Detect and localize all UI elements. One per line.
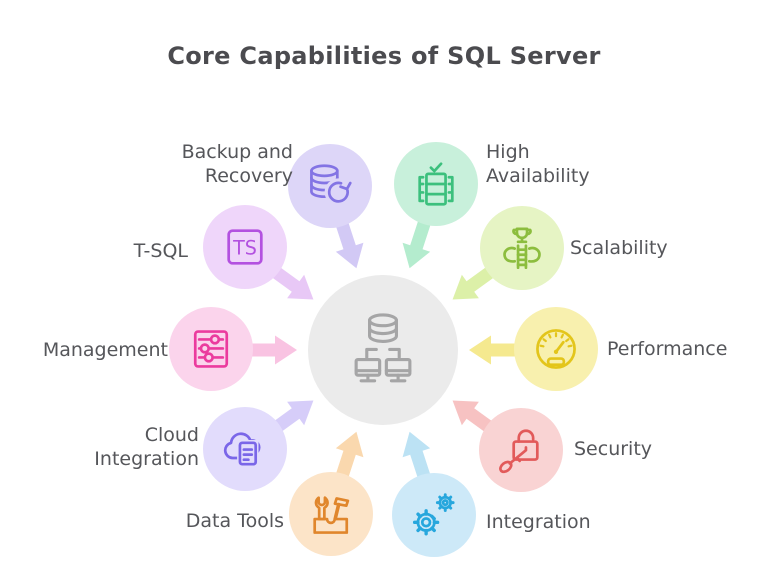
speedometer-icon: [536, 329, 576, 369]
central-hub: [308, 275, 458, 425]
label-data-tools: Data Tools: [185, 510, 284, 532]
cloud-document-icon: [223, 432, 261, 467]
server-check-icon: [418, 162, 454, 206]
bubble-t-sql: TS: [203, 205, 287, 289]
database-refresh-icon: [310, 164, 353, 207]
label-management: Management: [42, 339, 168, 361]
database-network-icon: [354, 313, 412, 383]
page-title: Core Capabilities of SQL Server: [167, 42, 601, 70]
arrow-performance: [469, 335, 533, 365]
bubble-scalability: [480, 206, 564, 290]
bubble-security: [479, 408, 563, 492]
bubble-data-tools: [289, 472, 373, 556]
bubble-management: [169, 307, 253, 391]
label-security: Security: [574, 438, 653, 460]
label-t-sql: T-SQL: [133, 240, 188, 262]
label-performance: Performance: [607, 338, 728, 360]
ts-badge-icon: TS: [227, 229, 263, 265]
sliders-icon: [193, 330, 229, 368]
label-high-availability: High Availability: [486, 141, 590, 187]
bubble-backup-and-recovery: [288, 144, 372, 228]
label-backup-and-recovery: Backup and Recovery: [181, 141, 293, 187]
label-cloud-integration: Cloud Integration: [94, 424, 199, 470]
bubble-integration: [392, 473, 476, 557]
gears-icon: [412, 493, 455, 536]
ladder-trophy-icon: [503, 227, 541, 270]
ts-badge-text: TS: [232, 237, 257, 260]
toolbox-icon: [313, 496, 350, 534]
bubble-high-availability: [394, 142, 478, 226]
lock-key-icon: [499, 429, 539, 474]
bubble-performance: [514, 307, 598, 391]
arrow-management: [233, 335, 297, 365]
bubble-cloud-integration: [203, 407, 287, 491]
label-scalability: Scalability: [570, 237, 668, 259]
label-integration: Integration: [486, 511, 591, 533]
